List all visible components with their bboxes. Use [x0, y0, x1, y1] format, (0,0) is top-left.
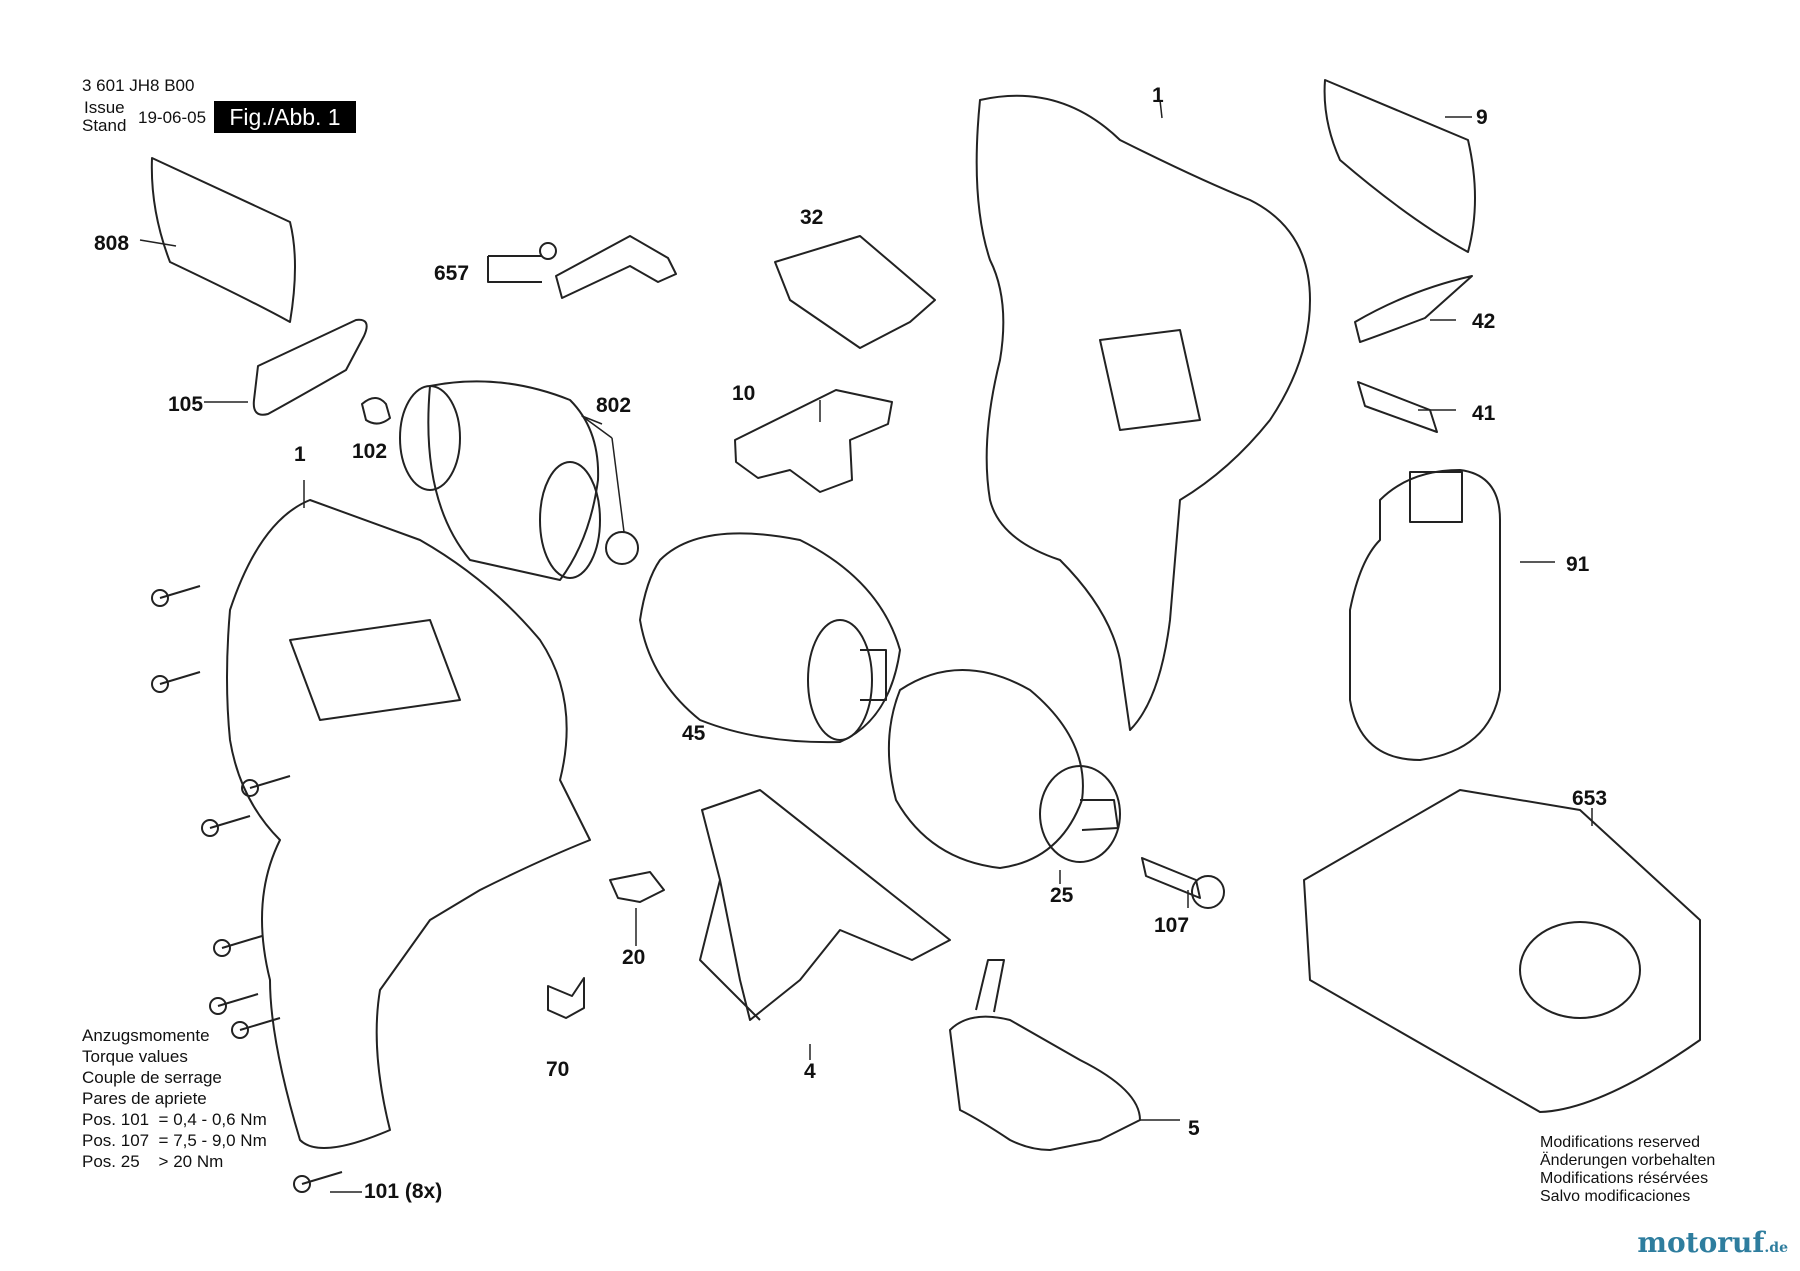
part-1-housing-right [975, 94, 1311, 731]
part-number: 3 601 JH8 B00 [82, 76, 195, 95]
part-20-clip [609, 871, 665, 903]
callout-91: 91 [1566, 553, 1590, 576]
part-101-screws [151, 585, 343, 1193]
callout-41: 41 [1472, 402, 1496, 425]
part-91-battery [1349, 469, 1501, 761]
part-653-charger [1303, 789, 1701, 1113]
torque-line: Pos. 101 = 0,4 - 0,6 Nm [82, 1110, 267, 1129]
torque-line: Pares de apriete [82, 1089, 207, 1108]
watermark-name: motoruf [1637, 1226, 1765, 1259]
figure-badge: Fig./Abb. 1 [214, 101, 356, 133]
torque-line: Anzugsmomente [82, 1026, 210, 1045]
part-5-switch [949, 1015, 1141, 1151]
part-657-bracket [555, 235, 677, 299]
callout-5: 5 [1188, 1117, 1200, 1140]
part-802-pinion [605, 531, 639, 565]
callout-657: 657 [434, 262, 470, 285]
part-802-motor-body [427, 380, 600, 581]
callout-107: 107 [1154, 914, 1190, 937]
modifications-line: Änderungen vorbehalten [1540, 1152, 1716, 1169]
part-10-slider [734, 389, 893, 493]
part-102-cap [361, 397, 391, 425]
part-1-housing-left [226, 499, 591, 1149]
callout-32: 32 [800, 206, 824, 229]
callout-105: 105 [168, 393, 204, 416]
callout-42: 42 [1472, 310, 1496, 333]
part-70-clip [547, 977, 585, 1019]
watermark-suffix: .de [1764, 1240, 1788, 1256]
modifications-line: Salvo modificaciones [1540, 1188, 1691, 1205]
callout-25: 25 [1050, 884, 1074, 907]
part-25-chuck [887, 669, 1084, 869]
torque-line: Couple de serrage [82, 1068, 222, 1087]
modifications-line: Modifications reserved [1540, 1134, 1701, 1151]
callout-70: 70 [546, 1058, 570, 1081]
part-42-strip [1354, 275, 1473, 343]
callout-20: 20 [622, 946, 646, 969]
torque-notes: Anzugsmomente Torque values Couple de se… [82, 1025, 267, 1172]
part-9-label [1323, 79, 1476, 253]
torque-line: Pos. 25 > 20 Nm [82, 1152, 224, 1171]
part-802-motor-front [399, 385, 461, 491]
callout-1-top: 1 [1152, 84, 1164, 107]
part-4-electronics [701, 789, 951, 1021]
stand-label: Stand [82, 116, 127, 135]
callout-10: 10 [732, 382, 756, 405]
issue-label: Issue [84, 98, 125, 117]
callout-653: 653 [1572, 787, 1608, 810]
callout-802: 802 [596, 394, 632, 417]
callout-101: 101 (8x) [364, 1180, 443, 1203]
callout-4: 4 [804, 1060, 816, 1083]
modifications-notice: Modifications reserved Änderungen vorbeh… [1540, 1134, 1715, 1206]
part-657-screw [539, 242, 557, 260]
leader-lines [139, 99, 1593, 1193]
torque-line: Pos. 107 = 7,5 - 9,0 Nm [82, 1131, 267, 1150]
callout-9: 9 [1476, 106, 1488, 129]
part-32-cover [774, 235, 936, 349]
issue-date: 19-06-05 [138, 108, 207, 127]
modifications-line: Modifications résérvées [1540, 1170, 1709, 1187]
callout-808: 808 [94, 232, 130, 255]
part-105-cover [252, 318, 368, 416]
torque-line: Torque values [82, 1047, 188, 1066]
watermark-logo: motoruf.de [1637, 1226, 1788, 1259]
part-45-gearbox [639, 532, 901, 744]
part-107-screw [1141, 857, 1201, 899]
callout-45: 45 [682, 722, 706, 745]
part-808-label [150, 157, 296, 323]
callout-1-left: 1 [294, 443, 306, 466]
callout-102: 102 [352, 440, 388, 463]
part-41-strip [1357, 381, 1438, 433]
